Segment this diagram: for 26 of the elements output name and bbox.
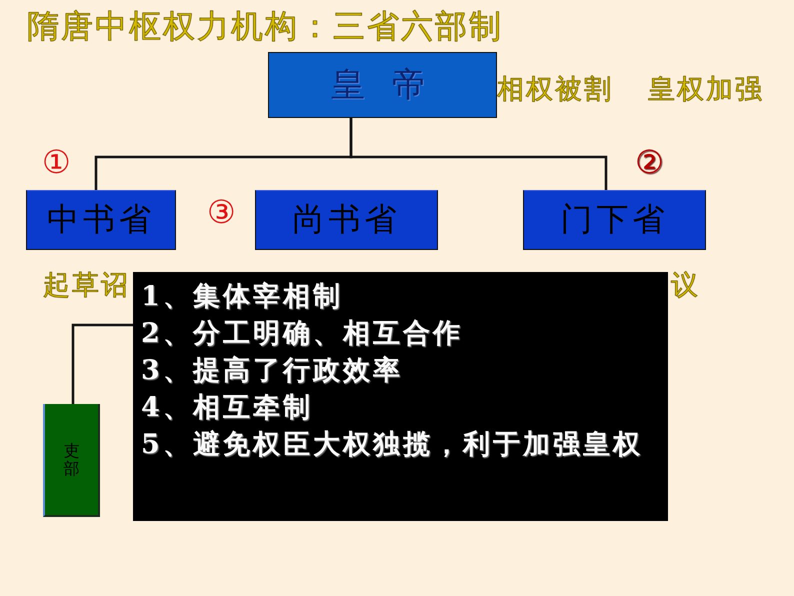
list-item: 5、避免权臣大权独揽，利于加强皇权	[141, 428, 643, 462]
box-label: 皇 帝	[331, 64, 434, 107]
vertical-label: 吏部	[64, 442, 80, 478]
connector-line	[350, 118, 608, 190]
list-item: 3、提高了行政效率	[141, 354, 403, 388]
diagram-title: 隋唐中枢权力机构：三省六部制	[27, 8, 503, 45]
annotation-text: 相权被割	[497, 74, 613, 106]
box-label: 中书省	[47, 199, 155, 240]
annotation-text: 议	[671, 270, 700, 302]
annotation-text: 起草诏	[43, 270, 130, 302]
office-box	[255, 190, 438, 250]
circled-number: ①	[42, 146, 71, 178]
ministry-box	[43, 404, 100, 517]
top-rank-box	[268, 52, 497, 118]
office-box	[523, 190, 706, 250]
list-item: 4、相互牵制	[141, 391, 313, 425]
box-label: 尚书省	[292, 199, 400, 240]
text-panel	[133, 272, 668, 521]
list-item: 2、分工明确、相互合作	[141, 317, 463, 351]
circled-number: ②	[635, 146, 664, 178]
connector-line	[72, 324, 134, 404]
office-box	[26, 190, 176, 250]
circled-number: ③	[207, 196, 236, 228]
box-label: 门下省	[560, 199, 668, 240]
list-item: 1、集体宰相制	[141, 280, 343, 314]
annotation-text: 皇权加强	[648, 74, 764, 106]
